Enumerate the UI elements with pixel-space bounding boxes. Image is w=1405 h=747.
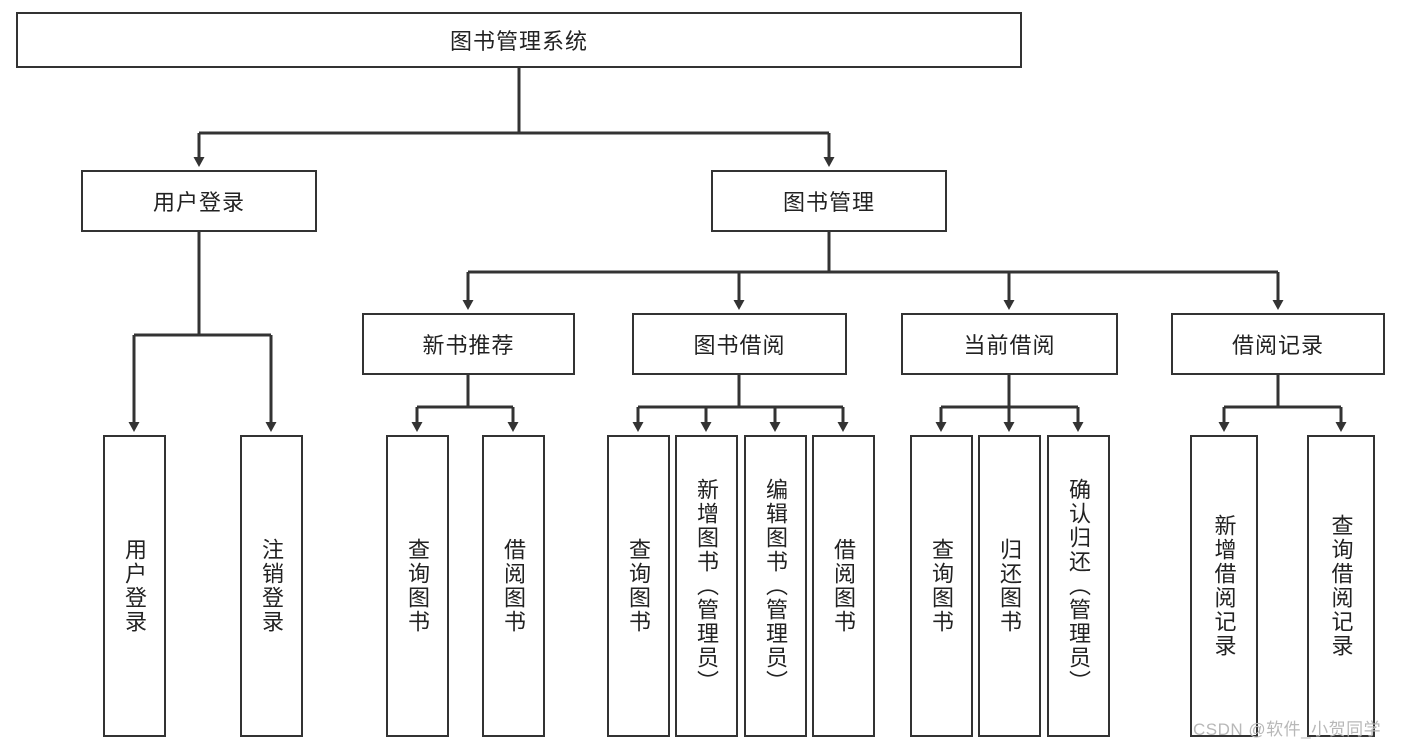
node-leaf-add-book-label: 新增图书（管理员） [694,478,720,694]
node-root-label: 图书管理系统 [449,29,588,54]
node-leaf-return-book[interactable]: 归还图书 [978,435,1041,737]
node-leaf-add-record-label: 新增借阅记录 [1211,514,1237,658]
node-leaf-query-record-label: 查询借阅记录 [1328,514,1354,658]
node-current-borrow[interactable]: 当前借阅 [901,313,1118,375]
node-leaf-borrow-book-2-label: 借阅图书 [831,538,857,634]
node-leaf-query-book-1-label: 查询图书 [405,538,431,634]
node-leaf-borrow-book-1[interactable]: 借阅图书 [482,435,545,737]
node-book-manage-label: 图书管理 [782,190,875,215]
node-leaf-borrow-book-1-label: 借阅图书 [501,538,527,634]
node-book-manage[interactable]: 图书管理 [711,170,947,232]
node-leaf-query-book-2[interactable]: 查询图书 [607,435,670,737]
node-borrow-record[interactable]: 借阅记录 [1171,313,1385,375]
node-leaf-borrow-book-2[interactable]: 借阅图书 [812,435,875,737]
node-user-login-label: 用户登录 [152,190,245,215]
node-borrow-record-label: 借阅记录 [1231,333,1324,358]
node-book-borrow[interactable]: 图书借阅 [632,313,847,375]
node-leaf-query-book-3[interactable]: 查询图书 [910,435,973,737]
node-leaf-user-login-label: 用户登录 [122,538,148,634]
node-leaf-add-record[interactable]: 新增借阅记录 [1190,435,1258,737]
node-new-book-recommend-label: 新书推荐 [422,333,515,358]
node-leaf-logout-login[interactable]: 注销登录 [240,435,303,737]
node-leaf-query-book-2-label: 查询图书 [626,538,652,634]
node-leaf-edit-book-label: 编辑图书（管理员） [763,478,789,694]
node-current-borrow-label: 当前借阅 [963,333,1056,358]
node-leaf-return-book-label: 归还图书 [997,538,1023,634]
node-leaf-confirm-return[interactable]: 确认归还（管理员） [1047,435,1110,737]
node-leaf-confirm-return-label: 确认归还（管理员） [1066,478,1092,694]
node-leaf-query-book-1[interactable]: 查询图书 [386,435,449,737]
node-leaf-user-login[interactable]: 用户登录 [103,435,166,737]
node-leaf-edit-book[interactable]: 编辑图书（管理员） [744,435,807,737]
node-new-book-recommend[interactable]: 新书推荐 [362,313,575,375]
node-root[interactable]: 图书管理系统 [16,12,1022,68]
node-leaf-add-book[interactable]: 新增图书（管理员） [675,435,738,737]
node-leaf-query-book-3-label: 查询图书 [929,538,955,634]
node-user-login[interactable]: 用户登录 [81,170,317,232]
node-book-borrow-label: 图书借阅 [693,333,786,358]
csdn-watermark: CSDN @软件_小贺同学 [1193,720,1382,739]
node-leaf-logout-login-label: 注销登录 [259,538,285,634]
node-leaf-query-record[interactable]: 查询借阅记录 [1307,435,1375,737]
